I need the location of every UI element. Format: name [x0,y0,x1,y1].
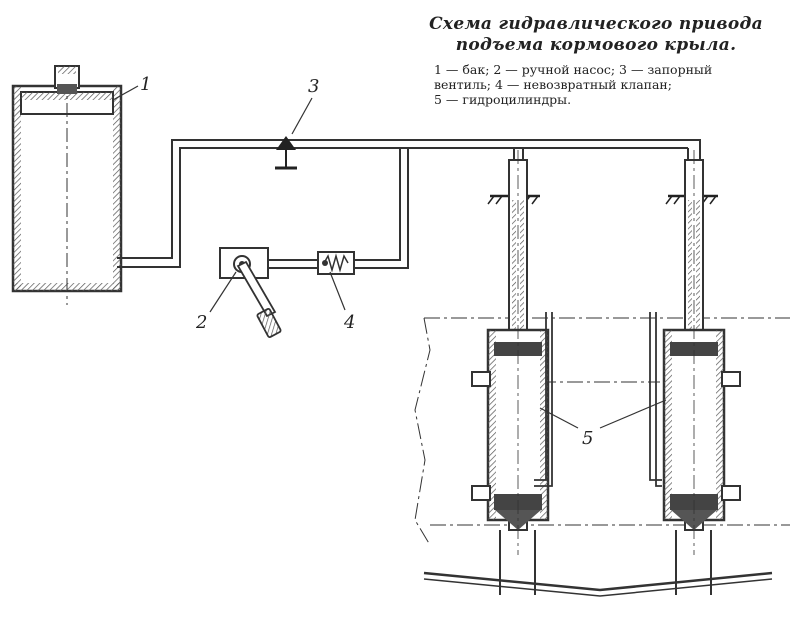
stern-wing [423,571,773,597]
hand-pump [219,247,282,338]
label-check-valve: 4 [343,312,355,333]
caption-legend: 1 — бак; 2 — ручной насос; 3 — запорный … [400,62,792,107]
caption-title-line-1: Схема гидравлического привода [429,14,763,34]
bypass-tube-right [649,312,662,487]
tank [11,78,123,305]
caption-title: Схема гидравлического привода подъема ко… [400,14,792,56]
label-cylinders: 5 [582,428,593,449]
hydraulic-cylinder-right [662,150,741,595]
label-valve: 3 [308,76,319,97]
leader-lines [112,85,667,429]
tank-filler-cap-icon [54,65,80,94]
hydraulic-cylinder-left [471,150,550,595]
hull-outline [414,317,790,546]
check-valve [317,251,355,275]
label-tank: 1 [140,74,151,95]
pipeline-network [117,139,701,269]
legend-line-1: 1 — бак; 2 — ручной насос; 3 — запорный [434,62,713,77]
legend-line-2: вентиль; 4 — невозвратный клапан; [434,77,672,92]
bypass-tube-left [534,312,553,487]
diagram-caption: Схема гидравлического привода подъема ко… [400,14,792,107]
shutoff-valve-icon [275,136,297,170]
legend-line-3: 5 — гидроцилиндры. [434,92,572,107]
label-pump: 2 [195,312,207,333]
caption-title-line-2: подъема кормового крыла. [455,35,737,55]
